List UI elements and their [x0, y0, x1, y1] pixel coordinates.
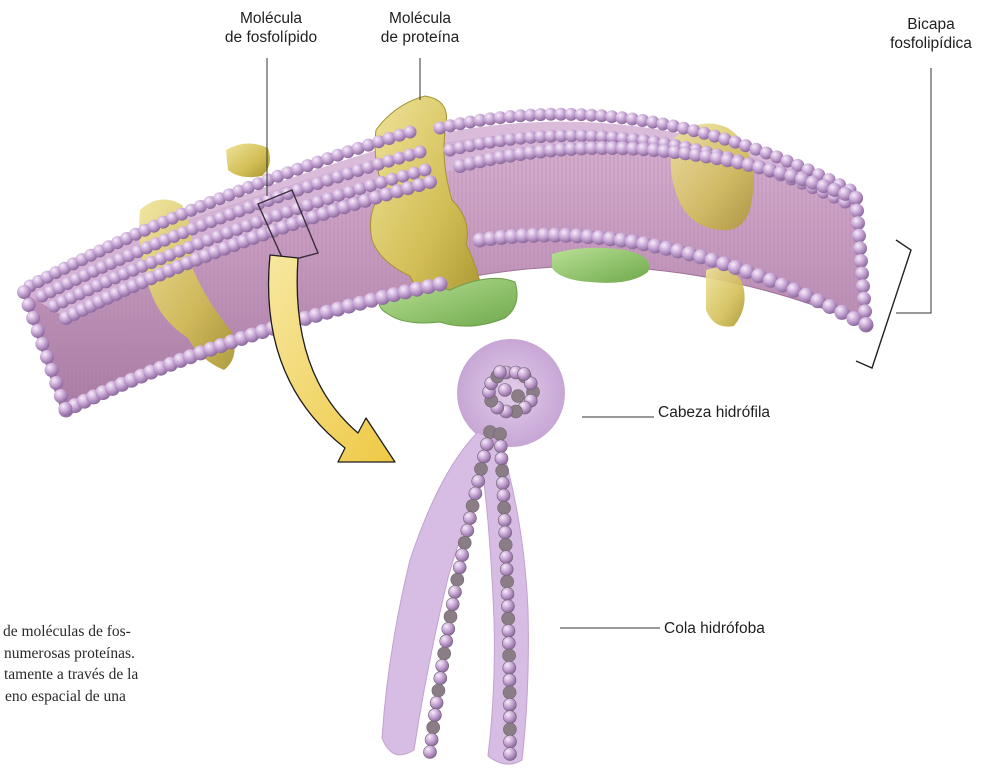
tail-atom — [497, 489, 510, 502]
phospholipid-head — [404, 126, 417, 139]
tail-atom — [496, 464, 509, 477]
phospholipid-head — [397, 170, 410, 183]
phospholipid-head — [854, 254, 868, 268]
tail-atom — [461, 524, 474, 537]
tail-atom — [432, 684, 445, 697]
tail-atom — [495, 452, 508, 465]
tail-atom — [466, 499, 479, 512]
tail-atom — [442, 622, 455, 635]
tail-atom — [456, 549, 469, 562]
tail-atom — [502, 624, 515, 637]
tail-atom — [503, 723, 516, 736]
head-group-atom — [518, 368, 531, 381]
tail-atom — [503, 686, 516, 699]
tail-atom — [504, 735, 517, 748]
tail-atom — [436, 659, 449, 672]
tail-atom — [501, 588, 514, 601]
tail-atom — [501, 575, 514, 588]
integral-protein-small — [226, 143, 270, 177]
phospholipid-head — [853, 241, 867, 255]
phospholipid-head — [859, 317, 873, 331]
tail-atom — [496, 477, 509, 490]
phospholipid-head — [26, 311, 40, 325]
tail-atom — [501, 600, 514, 613]
tail-atom — [504, 748, 517, 761]
phospholipid-head — [858, 304, 872, 318]
bilayer-leader-line — [896, 68, 931, 313]
peripheral-protein-right — [552, 248, 649, 283]
phospholipid-head — [58, 402, 72, 416]
phospholipid-head — [423, 175, 437, 189]
tail-atom — [440, 635, 453, 648]
phospholipid-head — [45, 363, 59, 377]
tail-atom — [478, 450, 491, 463]
tail-atom — [449, 586, 462, 599]
phospholipid-head — [386, 173, 399, 186]
tail-atom — [424, 746, 437, 759]
phospholipid-head — [852, 229, 866, 243]
phospholipid-head — [54, 389, 68, 403]
tail-atom — [428, 709, 441, 722]
phospholipid-head — [17, 285, 31, 299]
phospholipid-head — [855, 267, 869, 281]
tail-atom — [500, 563, 513, 576]
tail-atom — [430, 696, 443, 709]
tail-atom — [503, 674, 516, 687]
phospholipid-head — [22, 298, 36, 312]
phospholipid-head — [408, 167, 421, 180]
tail-atom — [503, 698, 516, 711]
tail-atom — [438, 647, 451, 660]
tail-atom — [453, 561, 466, 574]
tail-atom — [500, 551, 513, 564]
tail-atom — [498, 514, 511, 527]
tail-atom — [427, 721, 440, 734]
tail-atom — [425, 733, 438, 746]
tail-atom — [502, 637, 515, 650]
head-group-atom — [512, 390, 525, 403]
tail-atom — [472, 475, 485, 488]
phospholipid-head — [49, 376, 63, 390]
tail-atom — [498, 501, 511, 514]
tail-atom — [503, 649, 516, 662]
tail-atom — [503, 711, 516, 724]
phospholipid-head — [414, 146, 427, 159]
tail-atom — [494, 440, 507, 453]
tail-atom — [451, 573, 464, 586]
phospholipid-head — [849, 191, 863, 205]
phospholipid-head — [433, 277, 448, 292]
phospholipid-enlarged — [382, 339, 565, 764]
phospholipid-head — [419, 164, 432, 177]
tail-atom — [434, 672, 447, 685]
tail-atom — [475, 462, 488, 475]
phospholipid-head — [35, 337, 49, 351]
phospholipid-head — [31, 324, 45, 338]
phospholipid-head — [857, 292, 871, 306]
tail-atom — [463, 512, 476, 525]
phospholipid-head — [850, 204, 864, 218]
tail-atom — [502, 612, 515, 625]
tail-atom — [503, 661, 516, 674]
tail-atom — [469, 487, 482, 500]
head-group-atom — [494, 366, 507, 379]
tail-atom — [458, 536, 471, 549]
tail-atom — [481, 438, 494, 451]
phospholipid-head — [851, 216, 865, 230]
tail-atom — [499, 538, 512, 551]
phospholipid-head — [856, 279, 870, 293]
tail-atom — [446, 598, 459, 611]
tail-atom — [444, 610, 457, 623]
head-group-atom — [499, 384, 512, 397]
tail-atom — [494, 428, 507, 441]
phospholipid-head — [40, 350, 54, 364]
tail-atom — [499, 526, 512, 539]
